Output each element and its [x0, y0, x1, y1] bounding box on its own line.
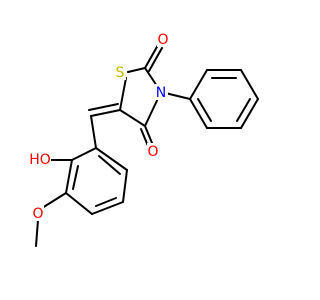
bond-ch-ar — [90, 115, 97, 149]
bond-c4-c5 — [119, 109, 146, 127]
bond-c5-s — [119, 77, 127, 111]
bond-ar-2 — [65, 159, 73, 194]
bond-ar-5 — [122, 169, 128, 203]
bond-ar-4 — [91, 201, 124, 215]
bond-ar-inner-3 — [98, 155, 121, 175]
bond-o-me — [35, 219, 39, 247]
bond-ph-3 — [240, 69, 259, 100]
bond-ph-6 — [189, 98, 208, 129]
bond-s-c2 — [127, 67, 146, 73]
bond-ar-inner-1 — [72, 165, 79, 190]
bond-c4-o-double-b — [140, 128, 149, 147]
bond-c2-o-double-b — [148, 47, 163, 72]
atom-o-methoxy-label: O — [32, 206, 43, 222]
bond-c5-ch-double-b — [88, 103, 119, 111]
bond-ar-1 — [71, 147, 97, 161]
atom-o-top-label: O — [157, 32, 168, 48]
bond-c4-o-double-a — [144, 125, 153, 144]
bond-ar-6 — [95, 147, 128, 171]
bond-ar-3 — [65, 192, 93, 215]
bond-c2-o-double-a — [144, 44, 159, 69]
atom-o-bottom-label: O — [147, 144, 158, 160]
bond-ph-inner-3 — [197, 98, 212, 122]
atom-s-label: S — [116, 65, 125, 81]
bond-ph-1 — [189, 69, 208, 100]
bond-c5-ch-double-a — [90, 109, 121, 117]
atom-n-label: N — [156, 85, 166, 101]
bond-ar-inner-2 — [95, 197, 117, 207]
bond-ar-ome — [41, 192, 67, 209]
molecule-structure: O S N O HO O — [29, 31, 259, 247]
bond-ph-4 — [240, 98, 259, 129]
atom-ho-label: HO — [29, 152, 51, 168]
bond-ph-inner-2 — [236, 98, 251, 122]
